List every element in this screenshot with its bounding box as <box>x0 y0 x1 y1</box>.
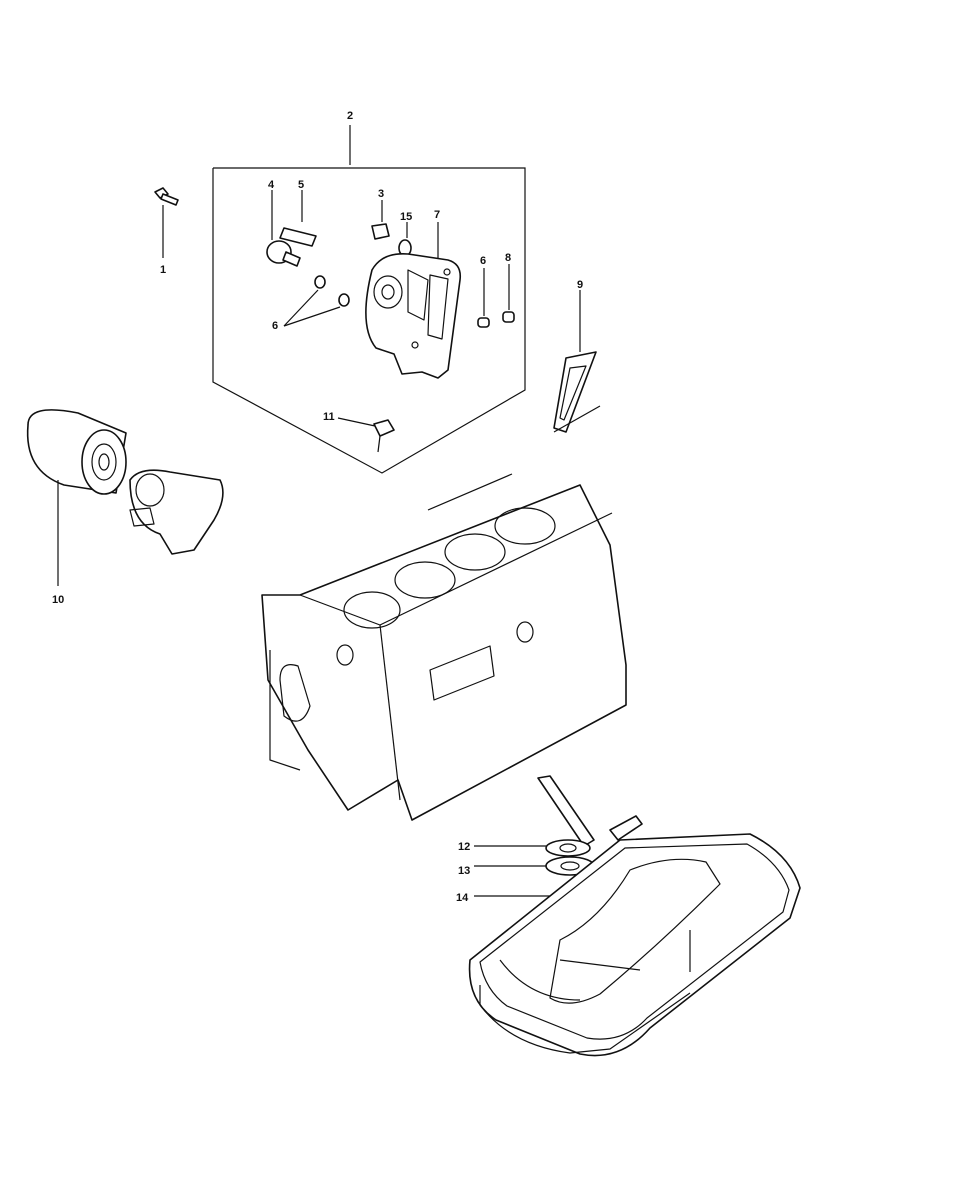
part-gasket-12[interactable] <box>474 839 591 857</box>
part-oil-pump-7[interactable] <box>365 222 462 379</box>
engine-block <box>261 473 627 821</box>
callout-13: 13 <box>458 865 470 877</box>
callout-9: 9 <box>577 279 583 291</box>
callout-14: 14 <box>456 892 469 904</box>
part-cap-8[interactable] <box>502 264 515 323</box>
callout-1: 1 <box>160 264 166 276</box>
part-strainer-pipe[interactable] <box>537 775 643 847</box>
callout-10: 10 <box>52 594 64 606</box>
callout-6-left: 6 <box>272 320 278 332</box>
part-plunger-4[interactable] <box>266 190 301 267</box>
callout-2: 2 <box>347 110 353 122</box>
part-spring-5[interactable] <box>279 190 317 247</box>
part-pressure-switch-11[interactable] <box>337 417 395 453</box>
part-plug-3[interactable] <box>371 200 390 240</box>
part-washer-15[interactable] <box>398 222 412 257</box>
oil-pan <box>468 833 801 1057</box>
callout-12: 12 <box>458 841 470 853</box>
part-gasket-9[interactable] <box>553 290 601 433</box>
callout-6-right: 6 <box>480 255 486 267</box>
callout-3: 3 <box>378 188 384 200</box>
callout-15: 15 <box>400 211 412 223</box>
part-flange-13[interactable] <box>474 856 595 876</box>
callout-labels: 1 2 3 4 5 6 6 7 8 9 10 11 12 13 14 15 <box>52 110 583 904</box>
part-cap-6[interactable] <box>477 268 490 328</box>
part-oil-filter-10[interactable] <box>26 409 224 586</box>
callout-4: 4 <box>268 179 275 191</box>
part-bolt-1[interactable] <box>154 187 179 258</box>
callout-7: 7 <box>434 209 440 221</box>
part-bushings-6[interactable] <box>283 275 350 327</box>
callout-8: 8 <box>505 252 511 264</box>
callout-11: 11 <box>323 411 335 423</box>
callout-5: 5 <box>298 179 304 191</box>
assembly-bracket <box>212 125 526 474</box>
